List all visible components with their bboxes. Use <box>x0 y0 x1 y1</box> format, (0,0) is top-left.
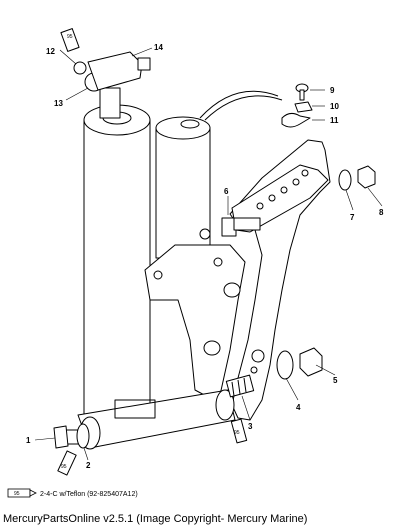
manifold <box>144 244 246 399</box>
callout-8: 8 <box>379 208 384 217</box>
part-3-stud <box>225 374 255 398</box>
part-5-nut <box>299 347 323 377</box>
lube-tube-left <box>57 450 77 476</box>
copyright-footer: MercuryPartsOnline v2.5.1 (Image Copyrig… <box>3 513 308 525</box>
part-8-nut <box>357 165 376 189</box>
lube-tube-right <box>230 418 248 444</box>
part-12-fitting <box>73 61 87 75</box>
part-6-bolt <box>221 217 261 237</box>
callout-4: 4 <box>296 403 301 412</box>
part-4-washer <box>276 350 294 380</box>
part-10-clip <box>294 101 313 113</box>
callout-13: 13 <box>54 99 63 108</box>
part-2-washer <box>76 423 90 449</box>
lube-tube-right-label: 95 <box>234 430 240 436</box>
callout-9: 9 <box>330 86 335 95</box>
left-cylinder <box>83 120 151 416</box>
legend-text: 2-4-C w/Teflon (92-825407A12) <box>40 491 138 498</box>
callout-11: 11 <box>330 116 339 125</box>
callout-1: 1 <box>26 436 31 445</box>
callout-7: 7 <box>350 213 355 222</box>
callout-12: 12 <box>46 47 55 56</box>
lubricant-legend: 95 2-4-C w/Teflon (92-825407A12) <box>7 488 138 498</box>
callout-5: 5 <box>333 376 338 385</box>
legend-tube-label: 95 <box>14 491 20 497</box>
lube-tube-top-label: 95 <box>67 34 73 40</box>
part-11-clamp <box>281 112 311 128</box>
callout-14: 14 <box>154 43 163 52</box>
part-1-bolt <box>53 425 83 449</box>
lube-tube-top <box>60 28 80 52</box>
part-9-screw <box>295 83 309 101</box>
callout-2: 2 <box>86 461 91 470</box>
callout-6: 6 <box>224 187 229 196</box>
parts-diagram: 95 95 95 1 2 3 4 5 6 7 8 9 10 11 12 13 1… <box>7 28 384 498</box>
callout-3: 3 <box>248 422 253 431</box>
part-7-washer <box>338 169 352 191</box>
part-14-valve <box>87 51 143 91</box>
lube-tube-left-label: 95 <box>61 464 67 470</box>
callout-10: 10 <box>330 102 339 111</box>
